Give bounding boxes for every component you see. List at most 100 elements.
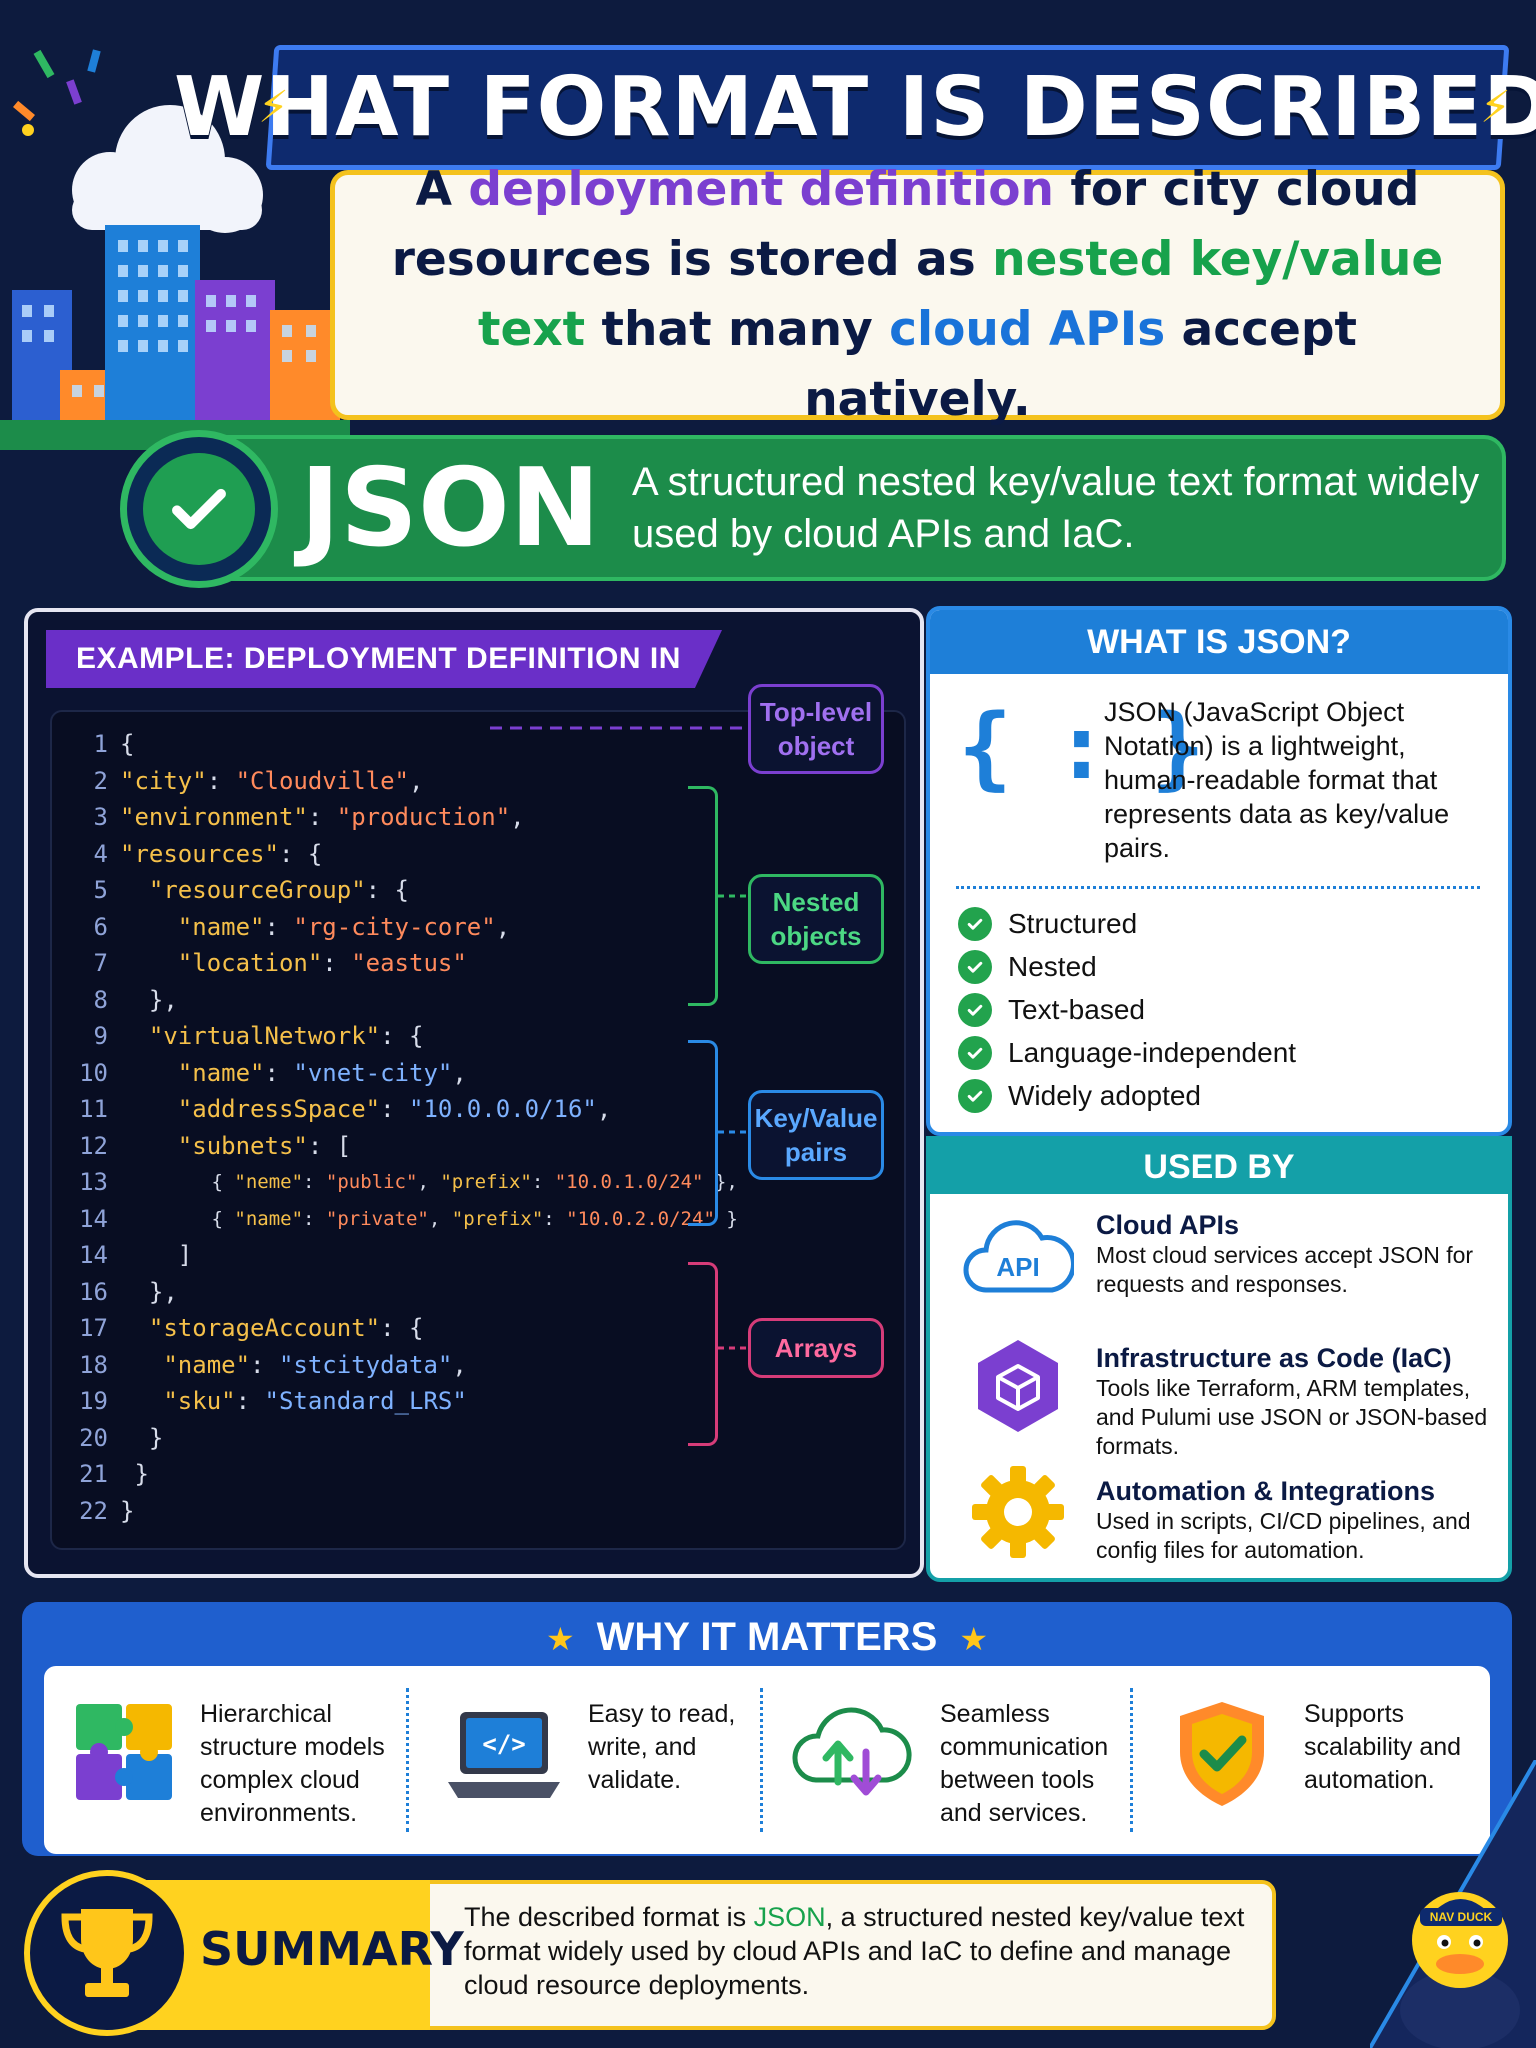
why-item-text: Supports scalability and automation.	[1304, 1700, 1462, 1794]
laptop-code-icon: </>	[448, 1712, 560, 1798]
line-number: 11	[79, 1095, 108, 1123]
check-icon	[958, 907, 992, 941]
feature-label: Text-based	[1008, 994, 1145, 1025]
line-number: 9	[93, 1022, 108, 1050]
intro-part: A	[415, 162, 469, 217]
line-number: 10	[79, 1058, 108, 1087]
line-number: 3	[93, 803, 108, 831]
line-number: 16	[79, 1277, 108, 1306]
what-is-json-panel: WHAT IS JSON?	[926, 606, 1512, 1136]
annotation-top-level: Top-level object	[748, 684, 884, 774]
code-token: :	[322, 949, 352, 977]
summary-part: , a structured nested key/value text for…	[464, 1902, 1245, 2000]
code-token: "city"	[120, 766, 207, 795]
line-number: 12	[79, 1131, 108, 1160]
feature-item: Text-based	[958, 992, 1145, 1028]
summary-highlight: JSON	[753, 1902, 826, 1932]
check-icon	[958, 950, 992, 984]
used-by-description: Used in scripts, CI/CD pipelines, and co…	[1096, 1508, 1471, 1563]
check-badge	[120, 430, 278, 588]
cube-hexagon-icon	[978, 1340, 1058, 1432]
code-content: }	[120, 1456, 148, 1492]
code-token: "resourceGroup"	[120, 876, 366, 904]
code-token: "subnets"	[120, 1131, 308, 1160]
code-token: "name"	[120, 912, 265, 941]
code-panel-title: EXAMPLE: DEPLOYMENT DEFINITION IN JSON	[46, 630, 722, 688]
code-content: },	[120, 1274, 178, 1310]
why-item-text: Seamless communication between tools and…	[940, 1700, 1109, 1827]
why-heading-text: WHY IT MATTERS	[596, 1615, 938, 1659]
code-content: },	[120, 982, 178, 1018]
code-token: :	[531, 1171, 555, 1193]
check-icon	[958, 993, 992, 1027]
checkmark-icon	[172, 488, 226, 530]
code-token: :	[206, 766, 236, 795]
code-token: :	[543, 1207, 567, 1230]
line-number: 1	[93, 730, 108, 758]
used-by-heading: USED BY	[930, 1140, 1508, 1194]
code-token: }	[120, 1496, 135, 1525]
code-token: :	[264, 912, 294, 941]
code-token: "prefix"	[451, 1207, 544, 1230]
code-token: "environment"	[120, 803, 308, 831]
check-icon	[958, 1079, 992, 1113]
code-token: ,	[428, 1207, 452, 1230]
code-content: ]	[120, 1237, 192, 1273]
code-token: "Standard_LRS"	[264, 1387, 467, 1415]
code-content: "name": "rg-city-core",	[120, 909, 510, 945]
code-content: "location": "eastus"	[120, 945, 467, 981]
line-number: 6	[93, 912, 108, 941]
code-token: "10.0.0.0/16"	[409, 1095, 597, 1123]
code-token: :	[235, 1387, 265, 1415]
code-token: {	[120, 1207, 235, 1230]
code-token: : {	[278, 839, 323, 868]
line-number: 18	[79, 1350, 108, 1379]
buildings-icon	[0, 225, 350, 450]
trophy-badge	[24, 1870, 190, 2036]
divider	[406, 1688, 409, 1832]
json-braces-icon: { : }	[958, 695, 1205, 800]
summary-label: SUMMARY	[200, 1922, 464, 1976]
line-number: 17	[79, 1314, 108, 1342]
code-token: "addressSpace"	[120, 1095, 381, 1123]
api-cloud-icon: API	[963, 1220, 1074, 1293]
feature-label: Widely adopted	[1008, 1080, 1202, 1111]
code-token: ,	[452, 1350, 467, 1379]
why-item-text: Hierarchical structure models complex cl…	[200, 1700, 385, 1827]
code-token: :	[307, 803, 337, 831]
code-token: "location"	[120, 949, 323, 977]
answer-word: JSON	[300, 446, 601, 571]
code-token: :	[303, 1171, 326, 1193]
cloud-icon	[72, 105, 263, 233]
code-token: ,	[409, 766, 424, 795]
divider	[760, 1688, 763, 1832]
annotation-key-value: Key/Value pairs	[748, 1090, 884, 1180]
summary-part: The described format is	[464, 1902, 754, 1932]
used-by-title: Cloud APIs	[1096, 1210, 1240, 1240]
code-content: "addressSpace": "10.0.0.0/16",	[120, 1091, 612, 1127]
line-number: 14	[79, 1204, 108, 1233]
svg-text:</>: </>	[482, 1730, 525, 1758]
line-number: 20	[79, 1423, 108, 1452]
key-value-bracket	[688, 1040, 718, 1226]
intro-highlight-deployment-definition: deployment definition	[468, 162, 1054, 217]
line-number: 4	[93, 839, 108, 868]
star-icon: ★	[545, 1621, 575, 1657]
answer-description: A structured nested key/value text forma…	[632, 460, 1480, 556]
code-content: "resources": {	[120, 836, 322, 872]
code-token: : {	[365, 876, 409, 904]
code-token: }	[120, 1423, 164, 1452]
code-token: "10.0.1.0/24"	[554, 1171, 704, 1193]
code-token: "public"	[325, 1171, 418, 1193]
code-content: "virtualNetwork": {	[120, 1018, 424, 1054]
code-content: "resourceGroup": {	[120, 872, 409, 908]
line-number: 5	[93, 876, 108, 904]
code-token: "rg-city-core"	[293, 912, 496, 941]
puzzle-icon	[76, 1704, 172, 1800]
code-content: "storageAccount": {	[120, 1310, 424, 1346]
divider	[1130, 1688, 1133, 1832]
code-content: "city": "Cloudville",	[120, 763, 423, 799]
code-token: "name"	[120, 1058, 265, 1087]
annotation-arrays: Arrays	[748, 1318, 884, 1378]
code-content: "subnets": [	[120, 1128, 351, 1164]
